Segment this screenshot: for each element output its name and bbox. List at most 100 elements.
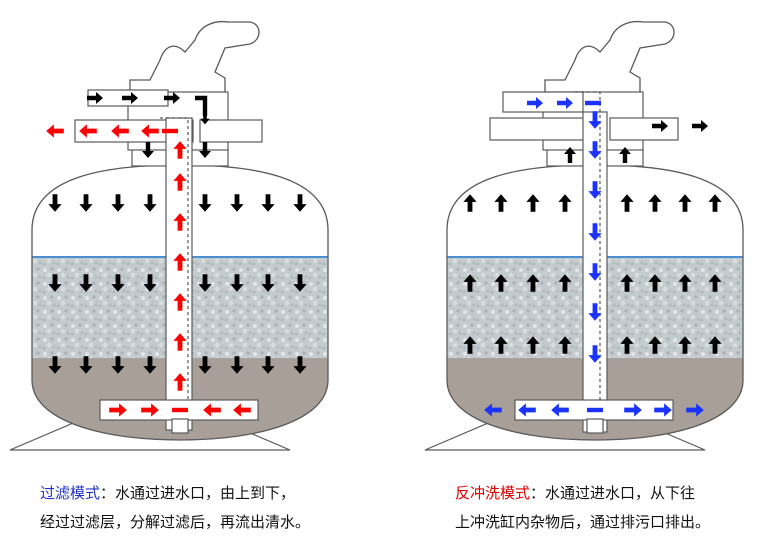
flow-arrow-right <box>557 97 573 109</box>
flow-arrow-left <box>79 124 97 138</box>
flow-arrow-up <box>173 333 187 351</box>
flow-arrow-up <box>173 213 187 231</box>
flow-arrow-down <box>293 194 307 212</box>
flow-arrow-right <box>164 92 180 104</box>
flow-arrow-up <box>494 336 508 354</box>
flow-arrow-up <box>173 173 187 191</box>
flow-arrow-left <box>551 403 569 417</box>
filter-separator: ： <box>100 484 116 502</box>
flow-arrow-down <box>588 111 602 129</box>
flow-arrow-down <box>588 223 602 241</box>
flow-arrow-up <box>620 274 634 292</box>
flow-arrow-up <box>173 141 187 159</box>
flow-arrow-down <box>230 194 244 212</box>
flow-arrow-left <box>484 403 502 417</box>
filter-mode-caption: 过滤模式：水通过进水口，由上到下， 经过过滤层，分解过滤后，再流出清水。 <box>40 479 310 537</box>
flow-arrow-left <box>233 403 251 417</box>
flow-arrow-left <box>141 124 159 138</box>
backwash-caption-line1: 反冲洗模式：水通过进水口，从下往 <box>455 479 710 508</box>
flow-arrow-up <box>708 336 722 354</box>
flow-guide <box>160 117 189 400</box>
flow-arrow-up <box>564 147 576 163</box>
backwash-caption-text1: 水通过进水口，从下往 <box>545 484 696 502</box>
flow-arrow-right <box>109 403 127 417</box>
filter-mode-tank <box>9 20 329 451</box>
inlet-turn <box>195 95 208 116</box>
flow-arrow-up <box>678 336 692 354</box>
flow-arrow-down <box>261 356 275 374</box>
flow-arrow-down <box>199 142 211 158</box>
flow-arrow-up <box>648 194 662 212</box>
multiport-valve-handle <box>129 20 260 95</box>
flow-arrow-down <box>143 356 157 374</box>
backwash-mode-tank <box>424 20 744 451</box>
flow-arrow-up <box>463 336 477 354</box>
port-left <box>74 119 194 143</box>
flow-arrow-up <box>173 293 187 311</box>
flow-arrow-up <box>678 194 692 212</box>
flow-arrow-down <box>588 141 602 159</box>
flow-arrow-down <box>143 274 157 292</box>
tank-outline <box>446 164 744 441</box>
flow-arrow-up <box>648 336 662 354</box>
flow-arrow-down <box>198 356 212 374</box>
flow-arrow-down <box>79 274 93 292</box>
flow-dash <box>585 100 601 106</box>
flow-arrow-up <box>708 274 722 292</box>
flow-arrow-down <box>79 356 93 374</box>
filter-mode-title: 过滤模式 <box>40 484 101 502</box>
flow-arrow-down <box>588 345 602 363</box>
multiport-valve-handle <box>544 20 675 95</box>
flow-arrow-right <box>654 403 672 417</box>
backwash-caption-line2: 上冲洗缸内杂物后，通过排污口排出。 <box>455 513 711 531</box>
flow-arrow-left <box>518 403 536 417</box>
lateral-hub <box>171 418 189 434</box>
backwash-separator: ： <box>530 484 546 502</box>
flow-arrow-up <box>558 336 572 354</box>
flow-arrow-left <box>203 403 221 417</box>
flow-arrow-down <box>261 274 275 292</box>
flow-arrow-left <box>111 124 129 138</box>
flow-arrow-down <box>293 274 307 292</box>
flow-arrow-down <box>142 142 154 158</box>
flow-arrow-down <box>293 356 307 374</box>
flow-arrow-right <box>692 120 708 132</box>
flow-dash <box>587 407 603 413</box>
backwash-mode-title: 反冲洗模式 <box>455 484 531 502</box>
flow-arrow-right <box>652 120 668 132</box>
flow-arrow-right <box>87 92 103 104</box>
flow-arrow-right <box>122 92 138 104</box>
flow-arrow-down <box>588 303 602 321</box>
flow-arrow-left <box>46 124 64 138</box>
port-right <box>199 119 263 143</box>
lateral-hub <box>586 418 604 434</box>
flow-arrow-up <box>173 253 187 271</box>
flow-arrow-down <box>48 274 62 292</box>
flow-arrow-up <box>526 274 540 292</box>
flow-arrow-down <box>588 263 602 281</box>
flow-arrow-up <box>558 274 572 292</box>
flow-arrow-up <box>620 336 634 354</box>
flow-arrow-up <box>463 274 477 292</box>
flow-arrow-down <box>588 181 602 199</box>
flow-arrow-right <box>686 403 704 417</box>
tank-outline <box>31 164 329 441</box>
flow-arrow-down <box>111 356 125 374</box>
port-right <box>609 117 679 141</box>
flow-arrow-up <box>526 336 540 354</box>
flow-dash <box>172 407 188 413</box>
port-left <box>489 117 586 141</box>
backwash-mode-caption: 反冲洗模式：水通过进水口，从下往 上冲洗缸内杂物后，通过排污口排出。 <box>455 479 710 537</box>
flow-arrow-down <box>79 194 93 212</box>
flow-arrow-down <box>111 274 125 292</box>
flow-arrow-down <box>143 194 157 212</box>
inlet-port-top <box>502 91 584 113</box>
filter-caption-text1: 水通过进水口，由上到下， <box>115 484 296 502</box>
flow-arrow-down <box>198 274 212 292</box>
flow-arrow-down <box>111 194 125 212</box>
flow-arrow-up <box>494 274 508 292</box>
flow-arrow-down <box>200 111 210 125</box>
flow-arrow-down <box>230 356 244 374</box>
filter-caption-line2: 经过过滤层，分解过滤后，再流出清水。 <box>40 513 311 531</box>
flow-arrow-up <box>463 194 477 212</box>
